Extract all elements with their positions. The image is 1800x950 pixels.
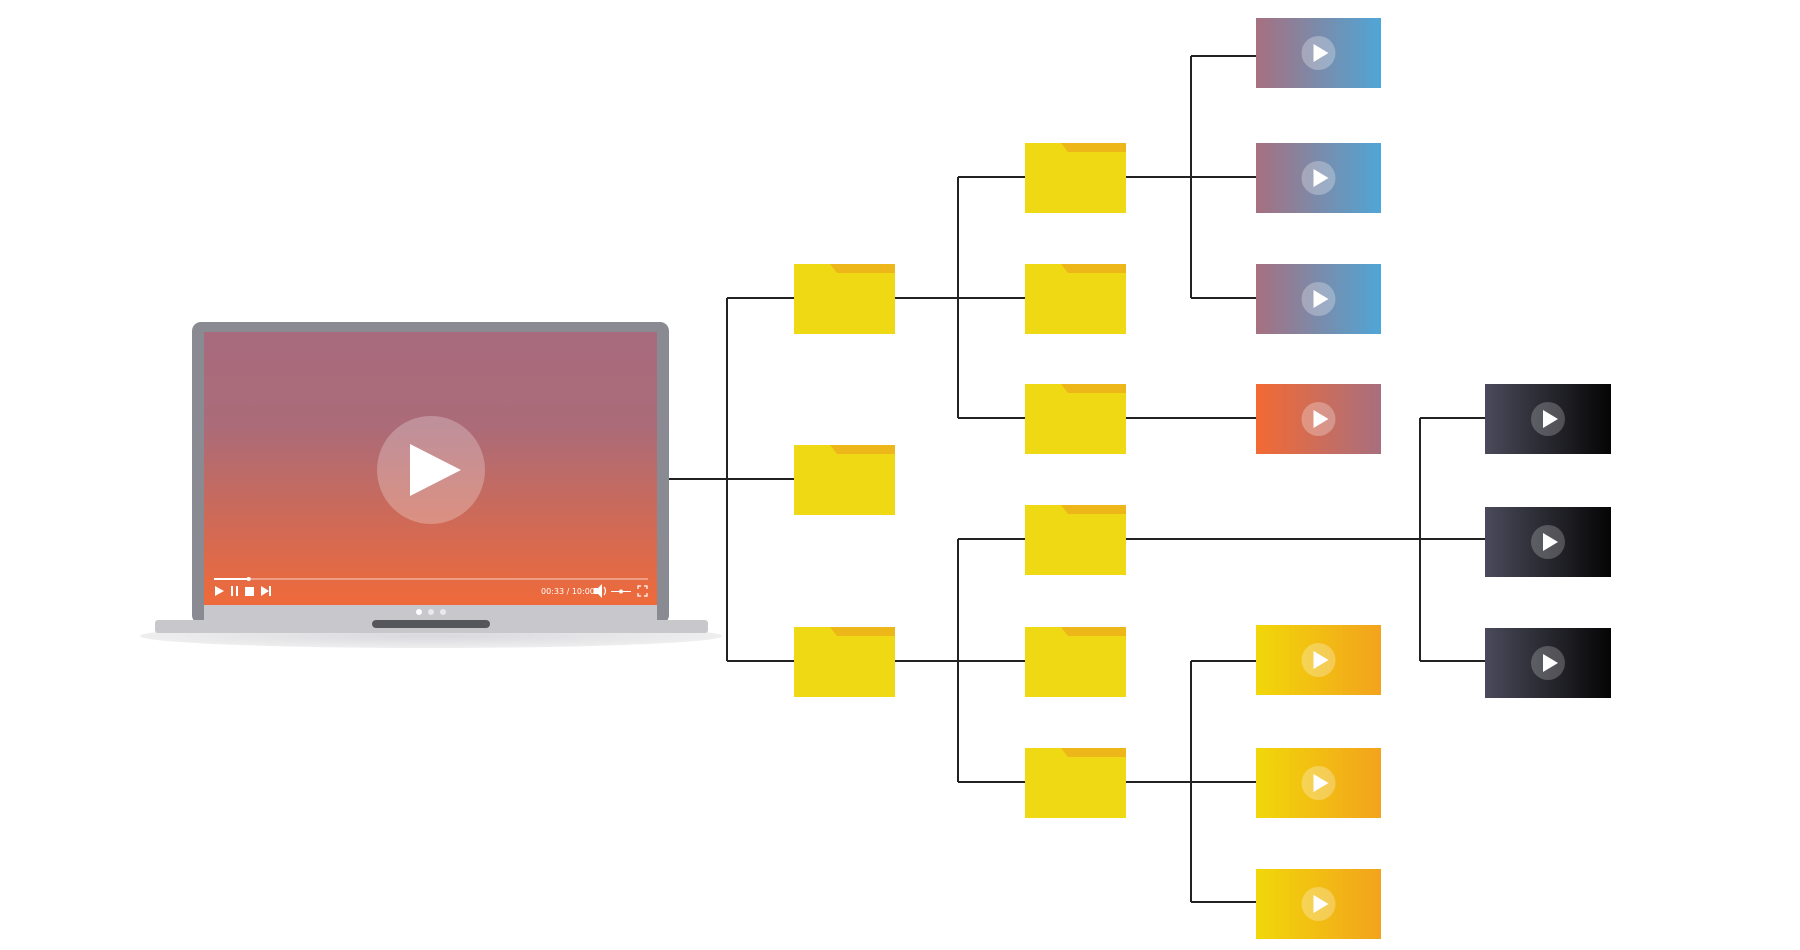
play-icon[interactable] bbox=[1543, 410, 1558, 428]
folder-icon[interactable] bbox=[794, 627, 895, 697]
folder-icon[interactable] bbox=[1025, 384, 1126, 454]
fullscreen-icon[interactable] bbox=[637, 585, 648, 597]
carousel-dots bbox=[416, 609, 446, 615]
folder-icon[interactable] bbox=[794, 264, 895, 334]
time-readout: 00:33 / 10:00 bbox=[541, 587, 595, 596]
pause-icon-bar bbox=[236, 586, 238, 596]
video-purple-1[interactable] bbox=[1256, 18, 1381, 88]
folder-tab bbox=[1061, 627, 1126, 636]
video-purple-3[interactable] bbox=[1256, 264, 1381, 334]
play-icon[interactable] bbox=[1313, 895, 1329, 913]
fullscreen-corner-tl bbox=[637, 585, 641, 589]
carousel-dot[interactable] bbox=[440, 609, 446, 615]
folder-1-2[interactable] bbox=[1025, 264, 1126, 334]
folder-tab bbox=[830, 445, 895, 454]
progress-track[interactable] bbox=[214, 578, 648, 580]
fullscreen-corner-tr bbox=[644, 585, 648, 589]
stop-icon[interactable] bbox=[245, 587, 254, 596]
video-dark-3[interactable] bbox=[1485, 628, 1611, 698]
folder-icon[interactable] bbox=[794, 445, 895, 515]
fullscreen-corner-bl bbox=[637, 593, 641, 597]
laptop-trackpad-notch bbox=[372, 620, 490, 628]
play-icon[interactable] bbox=[1313, 290, 1329, 308]
play-icon[interactable] bbox=[1313, 44, 1329, 62]
volume-icon[interactable] bbox=[594, 584, 607, 598]
carousel-dot[interactable] bbox=[428, 609, 434, 615]
tree-connectors bbox=[669, 55, 1485, 903]
video-orange-1[interactable] bbox=[1256, 384, 1381, 454]
volume-speaker bbox=[594, 584, 602, 598]
folder-1[interactable] bbox=[794, 264, 895, 334]
folder-3-3[interactable] bbox=[1025, 748, 1126, 818]
folder-tab bbox=[830, 627, 895, 636]
play-icon[interactable] bbox=[215, 586, 224, 596]
video-yellow-3[interactable] bbox=[1256, 869, 1381, 939]
play-icon[interactable] bbox=[1313, 651, 1329, 669]
video-dark-2[interactable] bbox=[1485, 507, 1611, 577]
folder-icon[interactable] bbox=[1025, 748, 1126, 818]
play-icon[interactable] bbox=[1543, 654, 1558, 672]
video-purple-2[interactable] bbox=[1256, 143, 1381, 213]
fullscreen-corner-br bbox=[644, 593, 648, 597]
progress-fill bbox=[214, 578, 249, 580]
folder-tab bbox=[1061, 748, 1126, 757]
progress-knob[interactable] bbox=[246, 577, 251, 581]
play-icon[interactable] bbox=[1313, 169, 1329, 187]
folder-tab bbox=[1061, 384, 1126, 393]
laptop: 00:33 / 10:00 bbox=[140, 322, 722, 648]
folder-3-1[interactable] bbox=[1025, 505, 1126, 575]
folder-1-1[interactable] bbox=[1025, 143, 1126, 213]
carousel-dot[interactable] bbox=[416, 609, 422, 615]
folder-icon[interactable] bbox=[1025, 627, 1126, 697]
volume-wave bbox=[603, 586, 607, 596]
play-icon[interactable] bbox=[1313, 410, 1329, 428]
folder-3[interactable] bbox=[794, 627, 895, 697]
folder-tab bbox=[1061, 505, 1126, 514]
skip-next-bar bbox=[269, 586, 271, 596]
folder-icon[interactable] bbox=[1025, 143, 1126, 213]
folder-tab bbox=[1061, 143, 1126, 152]
folder-1-3[interactable] bbox=[1025, 384, 1126, 454]
volume-knob[interactable] bbox=[619, 589, 623, 594]
video-yellow-2[interactable] bbox=[1256, 748, 1381, 818]
video-dark-1[interactable] bbox=[1485, 384, 1611, 454]
play-icon[interactable] bbox=[410, 444, 461, 496]
folder-3-2[interactable] bbox=[1025, 627, 1126, 697]
folder-tab bbox=[1061, 264, 1126, 273]
play-icon[interactable] bbox=[1543, 533, 1558, 551]
skip-next-arrow bbox=[261, 586, 269, 596]
folder-2[interactable] bbox=[794, 445, 895, 515]
player-controls: 00:33 / 10:00 bbox=[214, 577, 648, 598]
folder-tab bbox=[830, 264, 895, 273]
big-play-button[interactable] bbox=[377, 416, 485, 524]
folder-icon[interactable] bbox=[1025, 505, 1126, 575]
video-yellow-1[interactable] bbox=[1256, 625, 1381, 695]
folder-icon[interactable] bbox=[1025, 264, 1126, 334]
play-icon[interactable] bbox=[1313, 774, 1329, 792]
tree-nodes bbox=[794, 18, 1611, 939]
skip-next-icon[interactable] bbox=[261, 586, 271, 596]
pause-icon[interactable] bbox=[231, 586, 233, 596]
